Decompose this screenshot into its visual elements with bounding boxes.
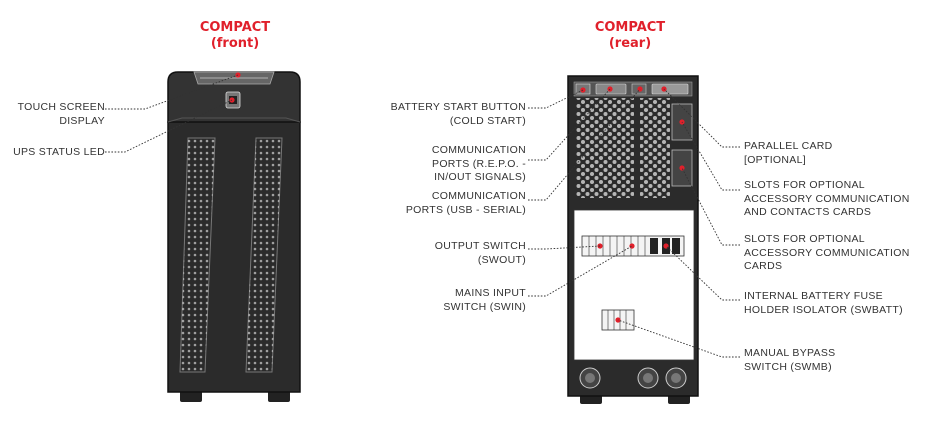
label-status-led: UPS STATUS LED: [13, 146, 105, 158]
marker-slots-comm: [679, 165, 685, 171]
label-touch-screen: TOUCH SCREEN DISPLAY: [17, 101, 105, 127]
label-battery-fuse: INTERNAL BATTERY FUSE HOLDER ISOLATOR (S…: [744, 290, 903, 316]
label-slots-comm: SLOTS FOR OPTIONAL ACCESSORY COMMUNICATI…: [744, 233, 910, 272]
front-title-line2: (front): [210, 36, 260, 51]
rear-leaders: [528, 88, 740, 358]
front-leaders: [105, 74, 239, 153]
front-title-line1: COMPACT: [199, 20, 271, 35]
label-comm-usb: COMMUNICATION PORTS (USB - SERIAL): [405, 190, 526, 216]
label-battery-start: BATTERY START BUTTON (COLD START): [390, 101, 526, 127]
label-slots-contacts: SLOTS FOR OPTIONAL ACCESSORY COMMUNICATI…: [744, 179, 910, 218]
label-manual-bypass: MANUAL BYPASS SWITCH (SWMB): [744, 347, 836, 373]
label-mains-input: MAINS INPUT SWITCH (SWIN): [443, 287, 526, 313]
front-title: COMPACT (front): [180, 20, 290, 52]
parallel-card-slot: [651, 83, 689, 95]
marker-output-switch: [597, 243, 603, 249]
front-unit: [167, 71, 301, 402]
label-output-switch: OUTPUT SWITCH (SWOUT): [434, 240, 526, 266]
rear-title: COMPACT (rear): [575, 20, 685, 52]
rear-vent-mid: [640, 98, 670, 198]
rear-title-line1: COMPACT: [594, 20, 666, 35]
rear-lower-panel: [573, 209, 695, 361]
label-comm-repo: COMMUNICATION PORTS (R.E.P.O. - IN/OUT S…: [431, 144, 526, 183]
rear-unit: [567, 75, 699, 404]
rear-title-line2: (rear): [608, 36, 652, 51]
label-parallel-card: PARALLEL CARD [OPTIONAL]: [744, 140, 833, 166]
marker-mains-input: [629, 243, 635, 249]
